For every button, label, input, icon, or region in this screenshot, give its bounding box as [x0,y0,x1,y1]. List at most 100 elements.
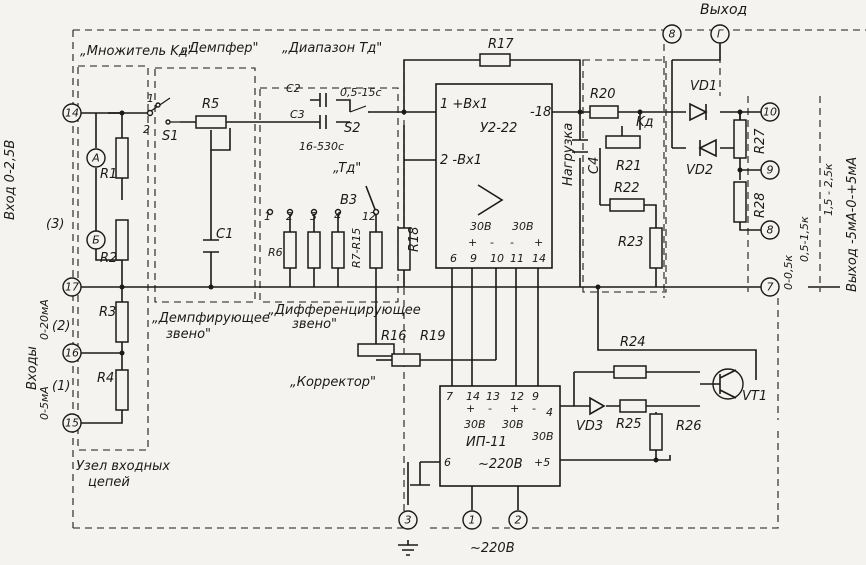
terminal-a[interactable]: А [86,148,106,168]
terminal-2-label: 2 [515,514,522,527]
amp-pin-9: 9 [470,252,477,265]
label-r21: R21 [616,159,642,174]
terminal-2[interactable]: 2 [508,510,528,530]
enclosure-output-dash [663,44,821,298]
resistor-r27 [733,119,747,159]
junction [653,457,659,463]
wire-r17 [403,59,581,112]
ps-pin-6: 6 [444,456,451,469]
switch-s2[interactable] [349,105,370,113]
ps-plus5: +5 [534,456,550,469]
resistor-r7 [307,231,321,269]
power-supply-ip-11 [439,385,561,487]
terminal-15[interactable]: 15 [62,413,82,433]
wire-kd [599,112,657,287]
label-r25: R25 [616,417,642,432]
wire-amp-pins [451,268,539,400]
ps-name: ИП-11 [466,435,507,450]
amp-in2: 2 -Вх1 [440,153,482,168]
diode-vd1 [689,102,708,122]
terminal-16[interactable]: 16 [62,343,82,363]
enclosure-outer [72,29,866,529]
wire-A-B [95,113,122,261]
label-pos-3: 3 [310,210,317,223]
switch-b3-pos1 [266,208,274,216]
terminal-6[interactable]: Б [86,230,106,250]
ps-30v: 30В [532,430,554,443]
amp-load: Нагрузка [561,123,576,186]
label-vd2: VD2 [686,163,713,178]
wire-ps-ground [410,461,440,486]
amplifier-u2-22 [435,83,553,269]
enclosure-input-node [77,65,149,451]
ps-sign-2: - [488,402,492,415]
label-td: „Tд" [333,161,361,176]
capacitor-c4 [572,139,588,153]
junction [119,350,125,356]
switch-s1-pos1 [155,102,161,108]
terminal-g[interactable]: Г [710,24,730,44]
terminal-9-label: 9 [767,164,774,177]
amp-in1: 1 +Вх1 [440,97,488,112]
terminal-8-label: 8 [767,224,774,237]
resistor-r2 [115,219,129,261]
diode-vd3 [589,396,606,416]
wire-r24-loop [597,287,757,380]
label-r26: R26 [676,419,702,434]
amp-sign-4: + [534,236,543,249]
terminal-10-label: 10 [763,106,777,119]
terminal-3-label: 3 [405,514,412,527]
wire-ps-r26 [560,405,671,461]
label-r23: R23 [618,235,644,250]
resistor-r20 [589,105,619,119]
label-r17: R17 [488,37,514,52]
terminal-7[interactable]: 7 [760,277,780,297]
label-group-2: (2) [52,319,70,334]
label-s1-pos1: 1 [147,92,154,105]
label-input-voltage: Вход 0-2,5В [3,140,18,220]
amp-sign-1: + [468,236,477,249]
terminal-17[interactable]: 17 [62,277,82,297]
enclosure-kd [582,59,667,293]
terminal-1-label: 1 [469,514,476,527]
label-s2: S2 [344,121,361,136]
label-r28: R28 [753,192,768,218]
terminal-3[interactable]: 3 [398,510,418,530]
wire-r6-r15 [289,212,377,287]
label-node-2: цепей [88,475,130,490]
wire-ps-mains [407,462,519,510]
resistor-r25 [619,399,647,413]
amp-name: У2-22 [480,121,517,136]
label-ma-5: 0-5мА [38,386,51,420]
terminal-7-label: 7 [767,281,774,294]
label-pos-2: 2 [286,210,293,223]
enclosure-diff [259,87,399,303]
label-output: Выход -5мА-0-+5мА [845,157,860,292]
terminal-1[interactable]: 1 [462,510,482,530]
wire-b3-switch [365,185,377,213]
ps-30v-b: 30В [502,418,524,431]
label-r7-r15: R7-R15 [350,228,363,268]
label-node-1: Узел входных [76,459,170,474]
label-r6: R6 [268,246,283,259]
label-r24: R24 [620,335,646,350]
resistor-r19 [391,353,421,367]
terminal-8[interactable]: 8 [760,220,780,240]
label-c4: C4 [587,157,602,174]
resistor-r5 [195,115,227,129]
wire-c2-c3 [310,99,351,123]
terminal-10[interactable]: 10 [760,102,780,122]
terminal-9[interactable]: 9 [760,160,780,180]
ground-icon [398,540,418,556]
resistor-r26 [649,413,663,451]
label-s1-pos2: 2 [143,123,150,136]
terminal-8-top[interactable]: 8 [662,24,682,44]
amp-out: -18 [530,105,551,120]
terminal-a-label: А [91,152,100,165]
terminal-14[interactable]: 14 [62,103,82,123]
resistor-r24 [613,365,647,379]
ps-30v-a: 30В [464,418,486,431]
terminal-14-label: 14 [65,107,79,120]
label-vd1: VD1 [690,79,717,94]
